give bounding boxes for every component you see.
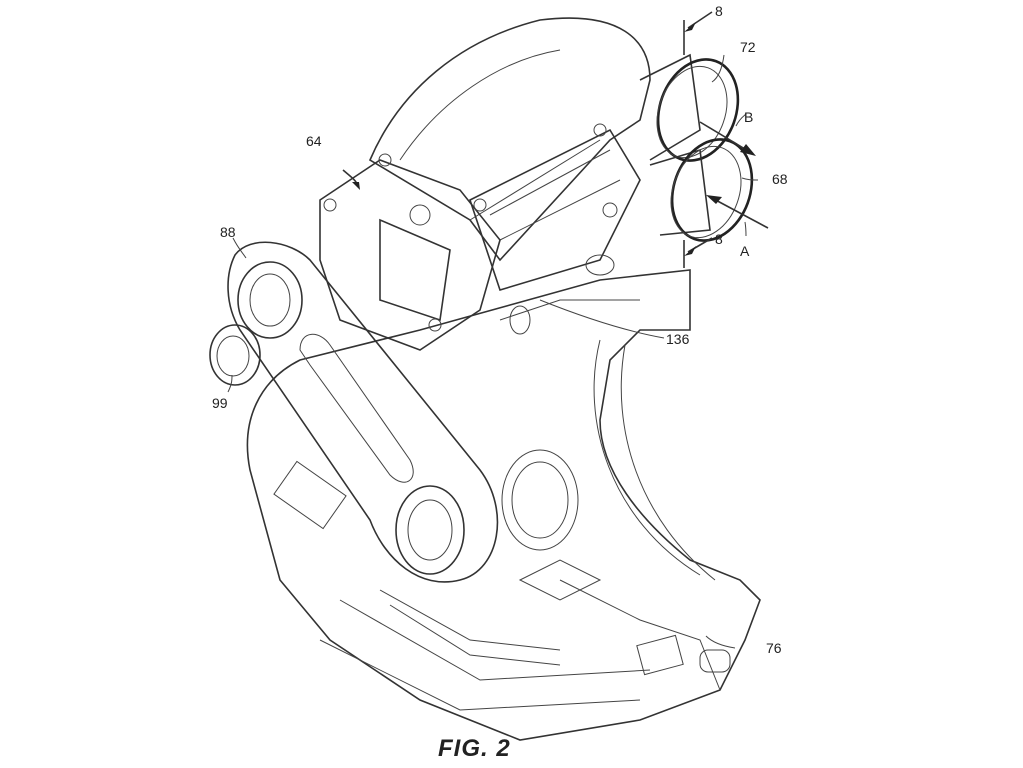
tube-72 <box>639 53 740 162</box>
arm-88 <box>209 241 499 583</box>
engine-housing-outline <box>246 269 761 741</box>
label-72: 72 <box>740 39 756 55</box>
figure-caption: FIG. 2 <box>438 735 511 762</box>
label-a: A <box>740 243 750 259</box>
label-88: 88 <box>220 224 236 240</box>
label-section-8-bottom: 8 <box>715 231 723 247</box>
label-section-8-top: 8 <box>715 3 723 19</box>
label-68: 68 <box>772 171 788 187</box>
label-64: 64 <box>306 133 322 149</box>
label-76: 76 <box>766 640 782 656</box>
tube-68 <box>649 138 754 242</box>
label-b: B <box>744 109 754 125</box>
intake-manifold <box>368 17 651 291</box>
label-136: 136 <box>666 331 690 347</box>
leader-lines <box>227 11 769 649</box>
valve-block-64 <box>319 123 640 351</box>
label-99: 99 <box>212 395 228 411</box>
